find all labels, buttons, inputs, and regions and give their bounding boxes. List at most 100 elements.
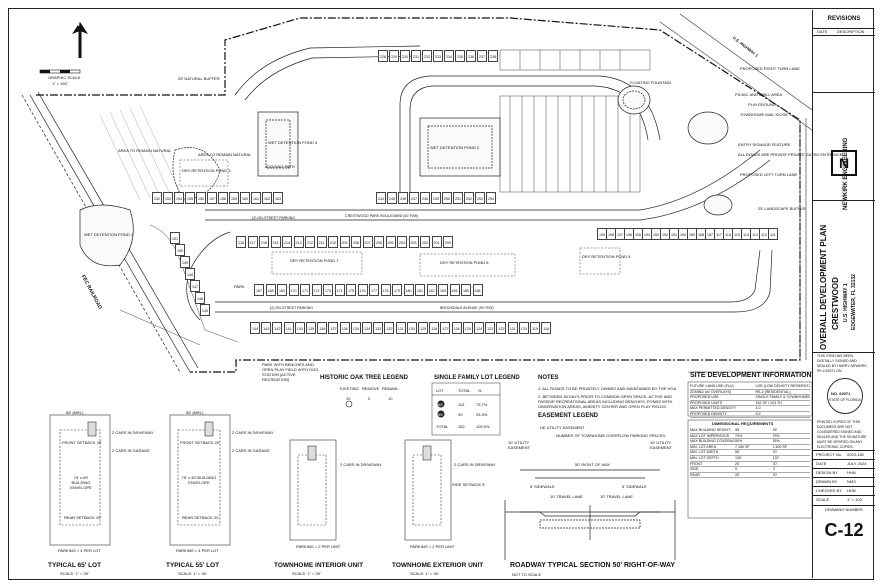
- seal-state: STATE OF FLORIDA: [829, 398, 861, 402]
- road-row-label: 50' RIGHT OF WAY: [575, 462, 611, 467]
- site-info-cell: MAX PERMITTED DENSITY: [690, 406, 737, 411]
- drawn-by-label: DRAWN BY: [816, 479, 838, 484]
- road-lane-left: 10' TRAVEL LANE: [550, 494, 583, 499]
- natural-area: [99, 105, 181, 201]
- lot55-width: 55' (MIN.): [186, 410, 204, 415]
- dimensional-cell: 50%: [735, 439, 743, 444]
- site-info-cell: ZONING (w/ OVERLAYS): [690, 389, 732, 394]
- lot-168: 168: [265, 284, 276, 296]
- lot55-rear-setback: REAR SETBACK 20': [182, 515, 220, 520]
- road-scale: NOT TO SCALE: [512, 572, 542, 577]
- note-2: 2. BETWEEN 30 DAYS PRIOR TO COMMON OPEN …: [538, 394, 673, 409]
- north-label: N: [76, 22, 80, 28]
- lot-238: 238: [488, 50, 498, 62]
- lot-182: 182: [426, 284, 437, 296]
- site-info-row: ZONING (w/ OVERLAYS) RS-2 (RESIDENTIAL): [690, 390, 810, 396]
- lot-236: 236: [466, 50, 476, 62]
- dry-pond-7-label: DRY RETENTION POND 7: [290, 258, 339, 263]
- lot-161: 161: [251, 192, 261, 204]
- north-arrow-icon: [72, 22, 88, 58]
- note-1: 1. ALL ROADS TO BE PRIVATELY OWNED AND M…: [538, 386, 678, 391]
- lot-218: 218: [236, 236, 246, 248]
- wet-pond-1-label: WET DETENTION POND 1: [84, 232, 134, 237]
- dry-pond-8-label: DRY RETENTION POND 8: [440, 260, 489, 265]
- detail-frames: [49, 414, 452, 546]
- graphic-scale-label: GRAPHIC SCALE: [48, 75, 81, 80]
- dimensional-cell: REAR: [690, 472, 700, 477]
- lot-253: 253: [475, 192, 485, 204]
- lot-207: 207: [362, 236, 373, 248]
- lot65-driveway: 2 CARS IN DRIVEWAY: [112, 430, 154, 435]
- lot-176: 176: [357, 284, 368, 296]
- lot-legend-title: SINGLE FAMILY LOT LEGEND: [434, 375, 520, 381]
- scale-label: SCALE: [816, 497, 830, 502]
- lot-128: 128: [429, 322, 440, 334]
- lot-legend-r3-pct: 100.0%: [476, 424, 490, 429]
- site-info-cell: RS-2 (RESIDENTIAL): [755, 389, 791, 394]
- lot55-envelope: 75' x 45' BUILDING ENVELOPE: [181, 475, 217, 485]
- lot-120: 120: [518, 322, 529, 334]
- oak-value-existing: 10: [346, 396, 351, 401]
- lot-175: 175: [346, 284, 356, 296]
- lot-125: 125: [462, 322, 473, 334]
- road-title: ROADWAY TYPICAL SECTION 50' RIGHT-OF-WAY: [510, 562, 676, 569]
- lot65-rear-setback: REAR SETBACK 20': [64, 515, 102, 520]
- lot-152: 152: [152, 192, 162, 204]
- wet-pond-2-label: WET DETENTION POND 2: [430, 145, 480, 150]
- dimensional-cell: 35': [772, 428, 778, 432]
- lot-legend-r3-lot: TOTAL: [436, 424, 449, 429]
- oak-value-remain: 10: [388, 396, 393, 401]
- site-info-cell: 4.0: [755, 406, 761, 411]
- lot65-title: TYPICAL 65' LOT: [48, 562, 102, 569]
- drawing-sheet: [8, 8, 874, 580]
- lot-legend-symbols: [345, 400, 445, 418]
- lot-235: 235: [455, 50, 465, 62]
- lot-212: 212: [305, 236, 315, 248]
- lot-245: 245: [387, 192, 397, 204]
- lot-147: 147: [190, 280, 200, 292]
- lot-154: 154: [174, 192, 184, 204]
- th-exterior-scale: SCALE: 1" = 30': [410, 571, 439, 576]
- dimensional-title: DIMENSIONAL REQUIREMENTS: [712, 421, 774, 426]
- lot55-parking: PARKING = 4 PER LOT: [176, 548, 219, 553]
- lot-legend-r1-pct: 73.7%: [476, 402, 488, 407]
- oak-header-remain: REMAIN: [382, 386, 398, 391]
- lot-174: 174: [334, 284, 345, 296]
- lot-206: 206: [374, 236, 384, 248]
- notes-title: NOTES: [538, 375, 559, 381]
- lot-134: 134: [362, 322, 372, 334]
- townhome-blocks: [499, 49, 651, 193]
- site-info-cell: FUTURE LAND USE (FLU): [690, 384, 734, 388]
- lot-205: 205: [385, 236, 396, 248]
- drawing-number: C-12: [824, 520, 864, 540]
- lot-204: 204: [397, 236, 407, 248]
- jogging-path-label: JOGGING PATH: [265, 164, 295, 169]
- landscape-buffer-label: 25' LANDSCAPE BUFFER: [758, 206, 806, 211]
- dry-pond-5-label: DRY RETENTION POND 5: [582, 254, 631, 259]
- lot-183: 183: [438, 284, 448, 296]
- th-interior-title: TOWNHOME INTERIOR UNIT: [274, 562, 364, 569]
- project-city: EDGEWATER, FL 32132: [851, 274, 857, 330]
- lot-142: 142: [272, 322, 283, 334]
- site-info-cell: 3.9: [755, 411, 761, 416]
- highway-lines: [659, 13, 813, 360]
- oak-legend-title: HISTORIC OAK TREE LEGEND: [320, 375, 408, 381]
- lot-159: 159: [229, 192, 239, 204]
- lot-144: 144: [250, 322, 260, 334]
- date-label: DATE: [816, 461, 827, 466]
- lot-170: 170: [288, 284, 299, 296]
- lot-156: 156: [196, 192, 206, 204]
- graphic-scale-note: 1" = 150': [52, 81, 68, 86]
- lot-157: 157: [207, 192, 217, 204]
- dimensional-cell: 35': [735, 428, 740, 432]
- copy-note: PRINTED COPIES OF THIS DOCUMENT ARE NOT …: [817, 420, 867, 449]
- natural-area-label: AREA TO REMAIN NATURAL: [118, 148, 172, 153]
- lot-252: 252: [464, 192, 474, 204]
- lot-201: 201: [431, 236, 442, 248]
- dimensional-cell: MIN. LOT WIDTH: [690, 450, 719, 455]
- right-turn-label: PROPOSED RIGHT TURN LANE: [740, 66, 800, 71]
- lot-211: 211: [316, 236, 327, 248]
- road-lane-right: 10' TRAVEL LANE: [600, 494, 633, 499]
- lot-132: 132: [384, 322, 395, 334]
